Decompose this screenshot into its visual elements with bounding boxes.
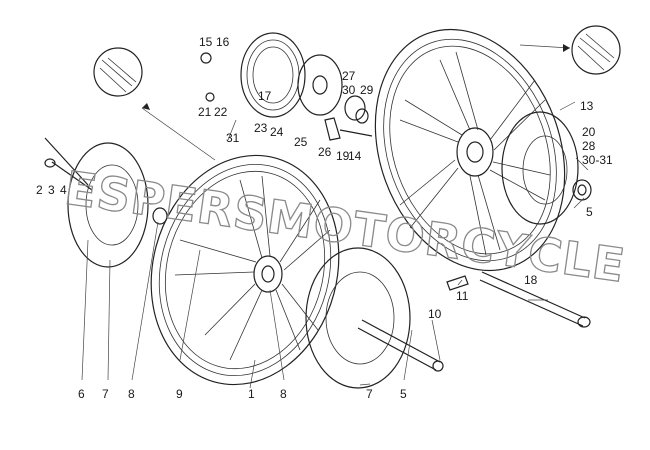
label-4: 4: [60, 183, 67, 197]
label-14: 14: [348, 149, 362, 163]
rear-wheel-spokes: [399, 51, 551, 256]
label-25: 25: [294, 135, 308, 149]
rear-brake-disc: [501, 111, 592, 225]
label-24: 24: [270, 125, 284, 139]
label-6: 6: [78, 387, 85, 401]
detail-callout-left: [93, 47, 216, 161]
label-17: 17: [258, 89, 272, 103]
label-13: 13: [580, 99, 594, 113]
label-8-center: 8: [280, 387, 287, 401]
label-7-bottom: 7: [366, 387, 373, 401]
label-28: 28: [582, 139, 596, 153]
label-9: 9: [176, 387, 183, 401]
leader-lines: [81, 101, 589, 389]
label-10: 10: [428, 307, 442, 321]
front-wheel: [150, 154, 340, 386]
label-20: 20: [582, 125, 596, 139]
front-wheel-spokes: [174, 175, 331, 361]
callout-labels: 15 16 17 21 22 23 24 25 26 19 14 27 30 2…: [36, 35, 613, 401]
label-5-bottom: 5: [400, 387, 407, 401]
label-15: 15: [199, 35, 213, 49]
label-16: 16: [216, 35, 230, 49]
chain-adjuster-part: [446, 275, 469, 291]
label-21: 21: [198, 105, 212, 119]
label-11: 11: [456, 289, 469, 303]
label-19: 19: [336, 149, 350, 163]
label-29: 29: [360, 83, 374, 97]
label-30-top: 30: [342, 83, 356, 97]
label-18: 18: [524, 273, 538, 287]
label-2: 2: [36, 183, 43, 197]
label-23: 23: [254, 121, 268, 135]
front-brake-disc-left: [44, 137, 168, 268]
label-8-left: 8: [128, 387, 135, 401]
label-22: 22: [214, 105, 228, 119]
rear-axle: [479, 271, 591, 328]
detail-callout-right: [519, 25, 621, 75]
label-27: 27: [342, 69, 356, 83]
watermark-text: ESPERSMOTORCYCLE: [62, 161, 629, 293]
label-31-top: 31: [226, 131, 240, 145]
label-7-left: 7: [102, 387, 109, 401]
rear-sprocket-assembly: [200, 32, 373, 141]
label-26: 26: [318, 145, 332, 159]
label-3: 3: [48, 183, 55, 197]
label-1: 1: [248, 387, 255, 401]
front-brake-disc-bottom: [305, 247, 444, 389]
label-5-right: 5: [586, 205, 593, 219]
label-30-31: 30-31: [582, 153, 613, 167]
rear-wheel: [374, 28, 566, 272]
